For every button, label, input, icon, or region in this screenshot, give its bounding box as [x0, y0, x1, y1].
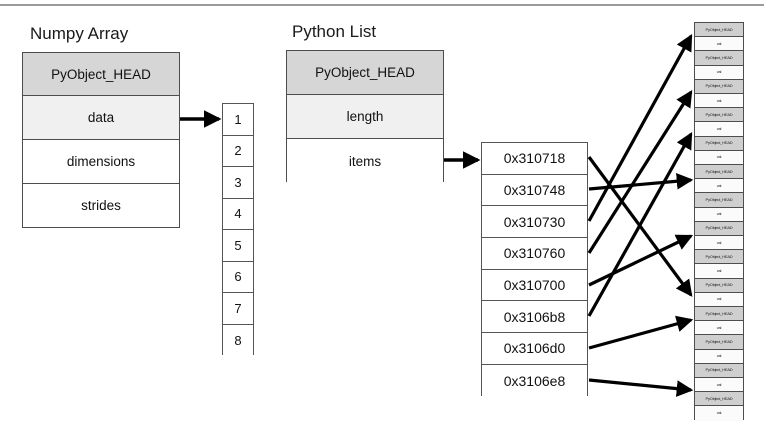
- numpy-row-data: data: [23, 96, 179, 140]
- obj-cell-1-head: PyObject_HEAD: [695, 23, 743, 38]
- buffer-cell-1: 1: [223, 104, 253, 136]
- pointer-cell-6: 0x3106b8: [482, 301, 587, 334]
- obj-cell-9-head: PyObject_HEAD: [695, 136, 743, 151]
- obj-cell-18-val: val: [695, 264, 743, 279]
- list-items-pointer-array: 0x310718 0x310748 0x310730 0x310760 0x31…: [481, 142, 588, 397]
- obj-cell-13-head: PyObject_HEAD: [695, 193, 743, 208]
- buffer-cell-3: 3: [223, 167, 253, 199]
- numpy-data-buffer: 1 2 3 4 5 6 7 8: [222, 103, 254, 356]
- arrow-ptr-4: [587, 90, 693, 254]
- obj-cell-17-head: PyObject_HEAD: [695, 250, 743, 265]
- pointer-cell-5: 0x310700: [482, 269, 587, 302]
- obj-cell-8-val: val: [695, 122, 743, 137]
- numpy-row-dimensions: dimensions: [23, 140, 179, 184]
- numpy-row-strides: strides: [23, 184, 179, 227]
- pointer-cell-1: 0x310718: [482, 143, 587, 175]
- obj-cell-2-val: val: [695, 37, 743, 52]
- numpy-array-title: Numpy Array: [30, 24, 129, 43]
- list-row-length: length: [287, 95, 443, 139]
- obj-cell-26-val: val: [695, 378, 743, 393]
- obj-cell-3-head: PyObject_HEAD: [695, 51, 743, 66]
- numpy-row-pyobject-head: PyObject_HEAD: [23, 53, 179, 96]
- obj-cell-16-val: val: [695, 236, 743, 251]
- buffer-cell-4: 4: [223, 198, 253, 230]
- list-row-pyobject-head: PyObject_HEAD: [287, 51, 443, 95]
- obj-cell-21-head: PyObject_HEAD: [695, 307, 743, 322]
- obj-cell-22-val: val: [695, 321, 743, 336]
- obj-cell-27-head: PyObject_HEAD: [695, 392, 743, 407]
- pointer-cell-7: 0x3106d0: [482, 333, 587, 365]
- numpy-array-struct: PyObject_HEAD data dimensions strides: [22, 52, 180, 228]
- arrow-ptr-7: [588, 315, 694, 350]
- pointer-cell-2: 0x310748: [482, 174, 587, 207]
- arrow-ptr-2: [588, 172, 694, 191]
- obj-cell-24-val: val: [695, 349, 743, 364]
- buffer-cell-8: 8: [223, 324, 253, 356]
- pointer-cell-3: 0x310730: [482, 206, 587, 239]
- obj-cell-28-val: val: [695, 406, 743, 421]
- buffer-cell-7: 7: [223, 293, 253, 325]
- obj-cell-4-val: val: [695, 65, 743, 80]
- obj-cell-23-head: PyObject_HEAD: [695, 335, 743, 350]
- obj-cell-12-val: val: [695, 179, 743, 194]
- arrow-ptr-5: [588, 234, 694, 287]
- buffer-cell-5: 5: [223, 230, 253, 262]
- arrow-ptr-1: [587, 156, 693, 297]
- obj-cell-19-head: PyObject_HEAD: [695, 278, 743, 293]
- obj-cell-5-head: PyObject_HEAD: [695, 79, 743, 95]
- arrow-ptr-8: [588, 378, 694, 397]
- pointer-cell-4: 0x310760: [482, 238, 587, 270]
- obj-cell-15-head: PyObject_HEAD: [695, 221, 743, 237]
- list-row-items: items: [287, 139, 443, 183]
- obj-cell-14-val: val: [695, 207, 743, 222]
- python-list-title: Python List: [292, 22, 377, 41]
- buffer-cell-2: 2: [223, 135, 253, 167]
- arrow-ptr-3: [587, 33, 693, 222]
- pointer-cell-8: 0x3106e8: [482, 364, 587, 397]
- obj-cell-20-val: val: [695, 292, 743, 308]
- obj-cell-25-head: PyObject_HEAD: [695, 363, 743, 379]
- obj-cell-7-head: PyObject_HEAD: [695, 108, 743, 123]
- page-top-rule: [0, 4, 764, 6]
- obj-cell-11-head: PyObject_HEAD: [695, 165, 743, 180]
- obj-cell-6-val: val: [695, 94, 743, 109]
- python-list-struct: PyObject_HEAD length items: [286, 50, 444, 183]
- obj-cell-10-val: val: [695, 150, 743, 166]
- buffer-cell-6: 6: [223, 261, 253, 293]
- arrow-ptr-6: [587, 131, 693, 317]
